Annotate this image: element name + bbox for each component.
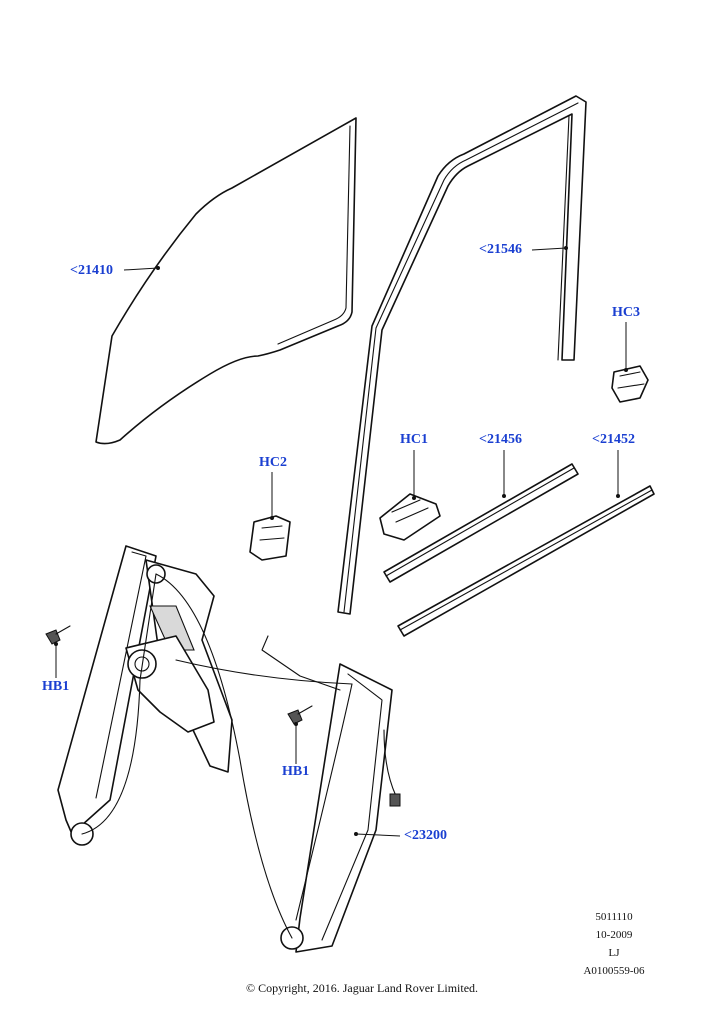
callout-hc3[interactable]: HC3 (612, 305, 640, 320)
callout-23200[interactable]: <23200 (404, 828, 447, 843)
leader-lines (54, 246, 628, 837)
bolt-hb1-left[interactable] (45, 625, 71, 645)
callout-hc1[interactable]: HC1 (400, 432, 428, 447)
illustration-info-block: 5011110 10-2009 LJ A0100559-06 (572, 908, 656, 980)
bolt-hb1-right[interactable] (287, 705, 313, 725)
clip-hc3[interactable] (611, 365, 649, 403)
callout-21546[interactable]: <21546 (479, 242, 522, 257)
clip-hc2[interactable] (249, 515, 291, 561)
glass-run-channel[interactable] (337, 95, 587, 615)
callout-hb1-left[interactable]: HB1 (42, 679, 70, 694)
callout-21452[interactable]: <21452 (592, 432, 635, 447)
door-glass[interactable] (95, 117, 357, 445)
inner-belt-seal[interactable] (383, 463, 579, 583)
info-line-2: 10-2009 (595, 929, 633, 941)
callout-21456[interactable]: <21456 (479, 432, 522, 447)
callout-21410[interactable]: <21410 (70, 263, 113, 278)
info-line-1: 5011110 (595, 911, 633, 923)
outer-belt-seal[interactable] (397, 485, 655, 637)
callout-hc2[interactable]: HC2 (259, 455, 287, 470)
callout-hb1-right[interactable]: HB1 (282, 764, 310, 779)
info-line-4: A0100559-06 (583, 965, 645, 977)
clip-hc1[interactable] (379, 493, 441, 541)
info-line-3: LJ (608, 947, 620, 959)
window-regulator-assembly[interactable] (57, 545, 401, 953)
copyright-notice: © Copyright, 2016. Jaguar Land Rover Lim… (245, 981, 479, 995)
